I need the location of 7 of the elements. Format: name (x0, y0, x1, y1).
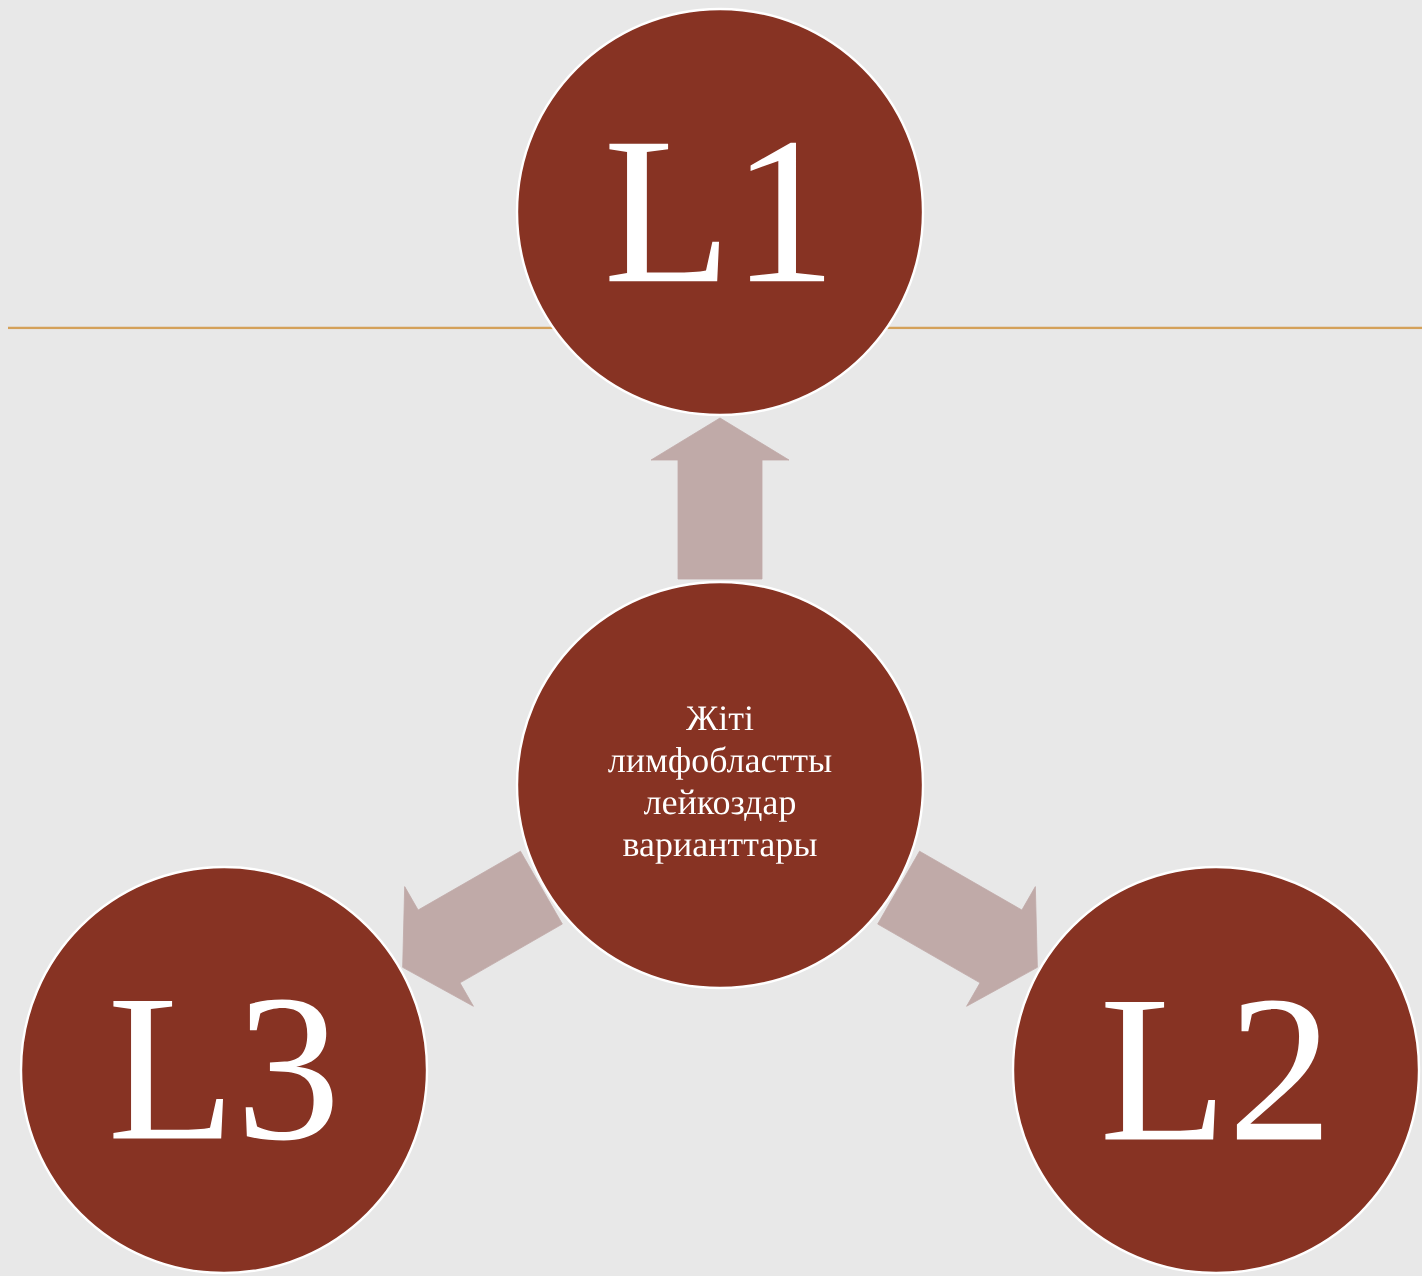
circle-node: L2 (1011, 865, 1421, 1275)
block-arrow (402, 850, 563, 1007)
circle-node: L1 (515, 7, 925, 417)
block-arrow (650, 417, 790, 580)
circle-node: Жіті лимфобластты лейкоздар варианттары (515, 580, 925, 990)
circle-node: L3 (19, 865, 429, 1275)
block-arrow (877, 850, 1038, 1007)
